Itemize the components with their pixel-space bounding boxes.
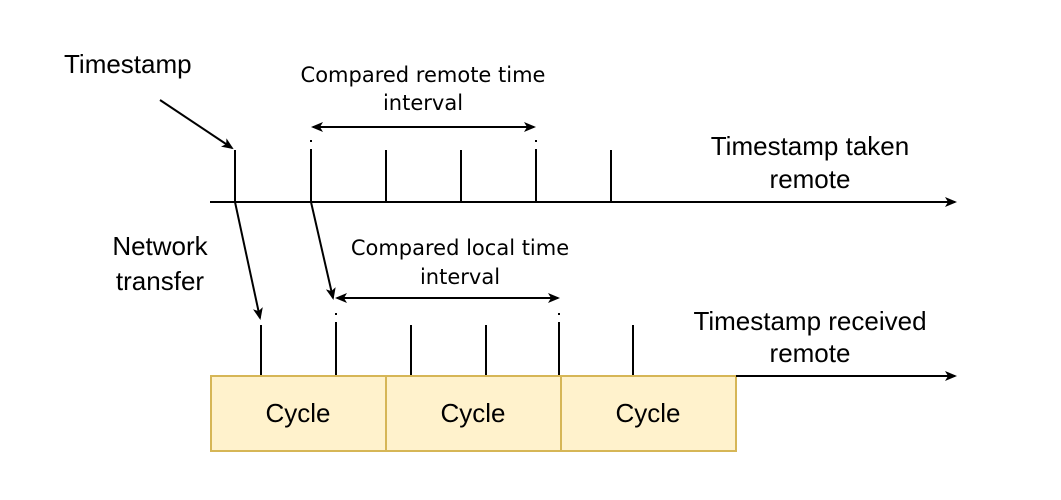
cycle-row: Cycle Cycle Cycle	[210, 375, 737, 452]
local-interval-label-line1: Compared local time	[351, 236, 569, 260]
timestamp-pointer-arrow	[159, 99, 234, 150]
cycle-label-3: Cycle	[615, 398, 680, 428]
transfer-arrow-2	[310, 201, 336, 300]
cycle-label-1: Cycle	[265, 398, 330, 428]
received-axis-label-line2: remote	[770, 338, 851, 368]
transfer-arrow-1	[234, 201, 263, 320]
local-interval-label-line2: interval	[420, 265, 500, 289]
cycle-box-3	[560, 375, 737, 452]
remote-interval-label-line1: Compared remote time	[301, 63, 546, 87]
network-transfer-label-line1: Network	[112, 231, 208, 261]
cycle-label-2: Cycle	[440, 398, 505, 428]
remote-interval-label-line2: interval	[383, 91, 463, 115]
network-transfer-label-line2: transfer	[116, 266, 204, 296]
taken-axis-label-line1: Timestamp taken	[711, 131, 909, 161]
taken-axis-label-line2: remote	[770, 164, 851, 194]
received-axis-label-line1: Timestamp received	[693, 306, 926, 336]
cycle-box-1	[210, 375, 387, 452]
timestamp-label: Timestamp	[64, 49, 192, 79]
